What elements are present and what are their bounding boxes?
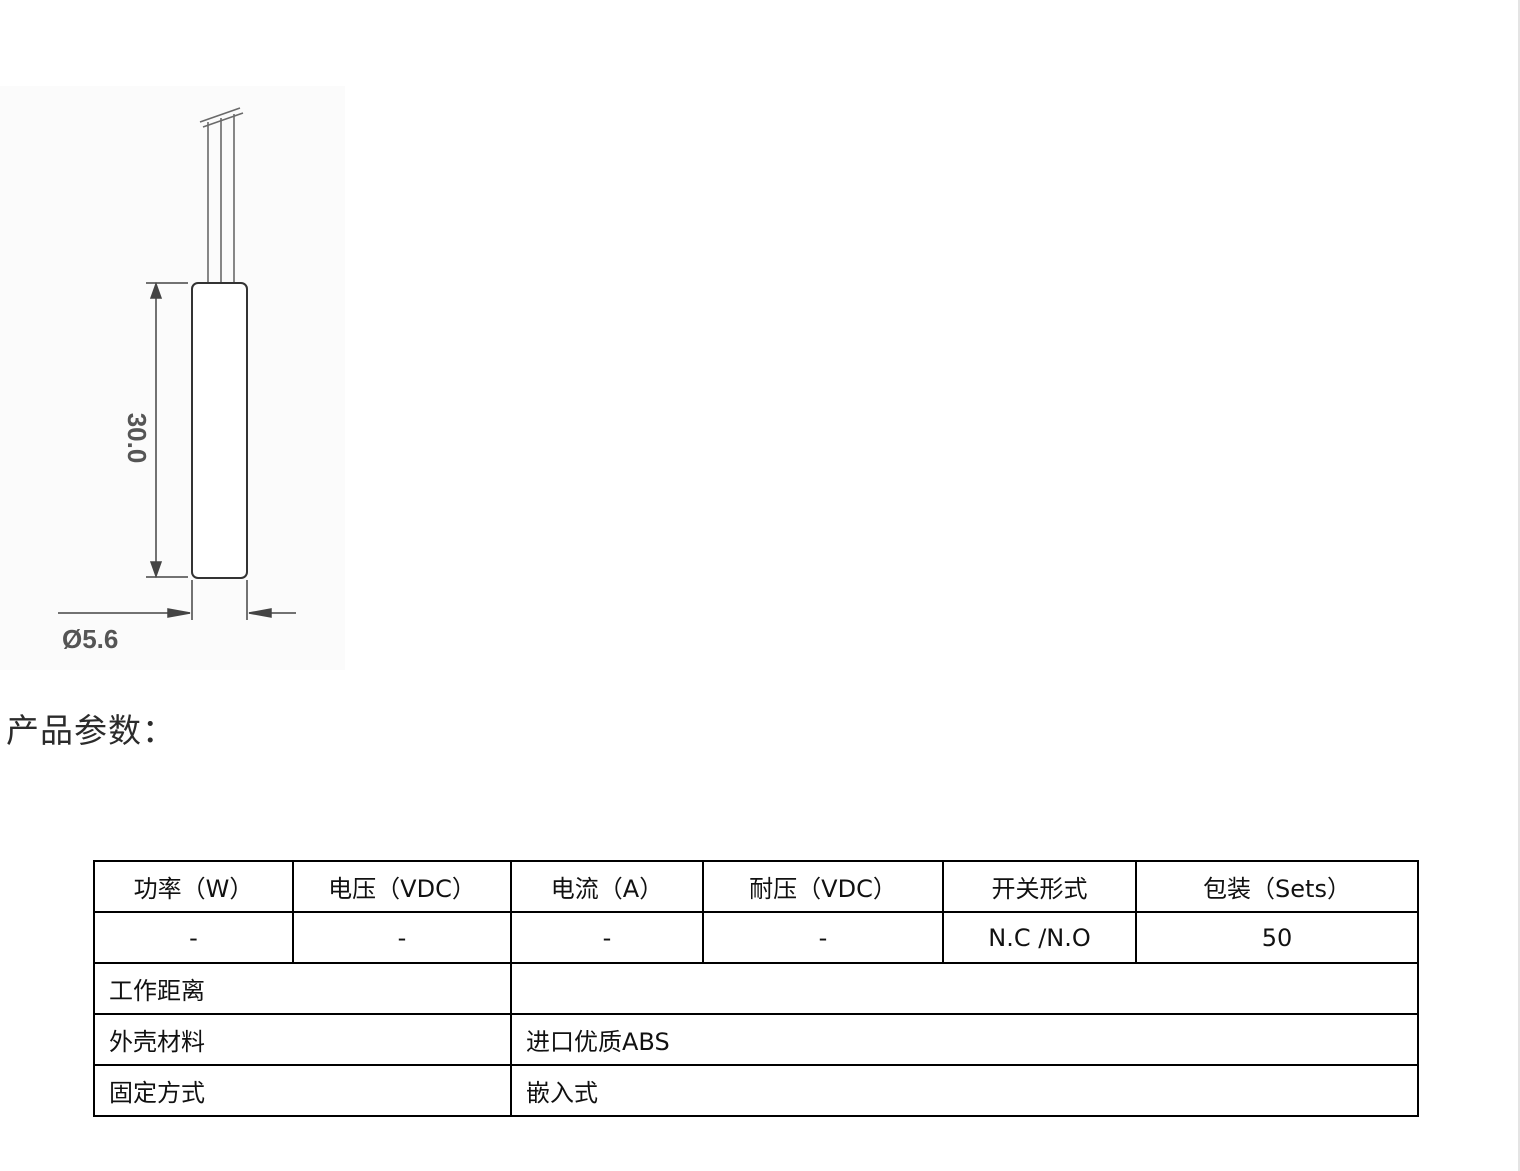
row-value-housing-material: 进口优质ABS bbox=[510, 1013, 1419, 1066]
value-cell-current: - bbox=[510, 911, 704, 964]
table-row: 外壳材料 进口优质ABS bbox=[93, 1013, 1419, 1066]
header-cell-packaging: 包装（Sets） bbox=[1135, 860, 1419, 913]
row-value-working-distance bbox=[510, 962, 1419, 1015]
header-cell-power: 功率（W） bbox=[93, 860, 294, 913]
value-cell-withstand-voltage: - bbox=[702, 911, 944, 964]
row-value-mounting-method: 嵌入式 bbox=[510, 1064, 1419, 1117]
header-cell-current: 电流（A） bbox=[510, 860, 704, 913]
diameter-dimension bbox=[58, 580, 296, 620]
header-cell-voltage: 电压（VDC） bbox=[292, 860, 512, 913]
length-label: 30.0 bbox=[122, 413, 152, 464]
header-cell-withstand-voltage: 耐压（VDC） bbox=[702, 860, 944, 913]
lead-wires bbox=[199, 107, 244, 282]
value-cell-power: - bbox=[93, 911, 294, 964]
product-drawing: 30.0 Ø5.6 bbox=[0, 86, 345, 670]
row-label-working-distance: 工作距离 bbox=[93, 962, 512, 1015]
table-row: 固定方式 嵌入式 bbox=[93, 1064, 1419, 1117]
row-label-mounting-method: 固定方式 bbox=[93, 1064, 512, 1117]
product-parameters-table: 功率（W） 电压（VDC） 电流（A） 耐压（VDC） 开关形式 包装（Sets… bbox=[93, 860, 1419, 1117]
length-dimension bbox=[146, 281, 188, 579]
value-row: - - - - N.C /N.O 50 bbox=[93, 911, 1419, 964]
table-row: 工作距离 bbox=[93, 962, 1419, 1015]
value-cell-switch-type: N.C /N.O bbox=[942, 911, 1137, 964]
value-cell-voltage: - bbox=[292, 911, 512, 964]
section-title: 产品参数： bbox=[6, 711, 176, 750]
page-edge bbox=[1518, 0, 1520, 1171]
header-row: 功率（W） 电压（VDC） 电流（A） 耐压（VDC） 开关形式 包装（Sets… bbox=[93, 860, 1419, 913]
value-cell-packaging: 50 bbox=[1135, 911, 1419, 964]
header-cell-switch-type: 开关形式 bbox=[942, 860, 1137, 913]
diameter-label: Ø5.6 bbox=[62, 624, 118, 654]
row-label-housing-material: 外壳材料 bbox=[93, 1013, 512, 1066]
sensor-body bbox=[191, 282, 248, 579]
